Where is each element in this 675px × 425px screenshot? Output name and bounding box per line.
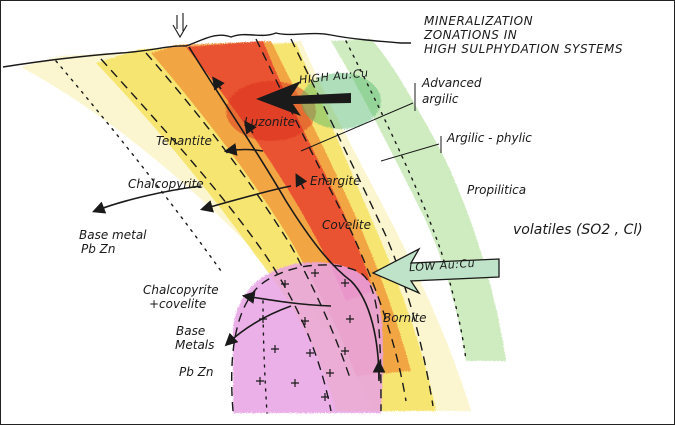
- base-metal-upper-line-2: Pb Zn: [81, 243, 116, 256]
- intrusion-body: [233, 262, 383, 413]
- advanced-argilic-label-1: Advanced: [422, 77, 481, 90]
- tenantite-label: Tenantite: [156, 135, 212, 148]
- propilitica-label: Propilitica: [467, 184, 526, 197]
- base-metals-lower-line-2: Metals: [175, 339, 214, 352]
- base-metals-lower-line-1: Base: [176, 325, 205, 338]
- chalcopyrite-covelite-label-1: Chalcopyrite: [143, 284, 219, 297]
- luzonite-label: Luzonite: [244, 116, 295, 129]
- enargite-label: Enargite: [310, 175, 361, 188]
- title-line-2: ZONATIONS IN: [424, 29, 517, 42]
- chalcopyrite-label: Chalcopyrite: [128, 178, 204, 191]
- argilic-phylic-label: Argilic - phylic: [447, 132, 532, 145]
- title-line-1: MINERALIZATION: [424, 15, 533, 28]
- bornite-label: Bornite: [383, 312, 427, 325]
- base-metals-lower-line-3: Pb Zn: [179, 366, 214, 379]
- base-metal-upper-line-1: Base metal: [79, 229, 147, 242]
- chalcopyrite-covelite-label-2: +covelite: [149, 298, 206, 311]
- volatiles-label: volatiles (SO2 , Cl): [513, 223, 643, 238]
- red-highlight: [226, 81, 316, 141]
- vent-icon: [173, 13, 187, 37]
- covelite-label: Covelite: [322, 219, 371, 232]
- advanced-argilic-label-2: argilic: [422, 93, 459, 106]
- title-line-3: HIGH SULPHYDATION SYSTEMS: [424, 43, 623, 56]
